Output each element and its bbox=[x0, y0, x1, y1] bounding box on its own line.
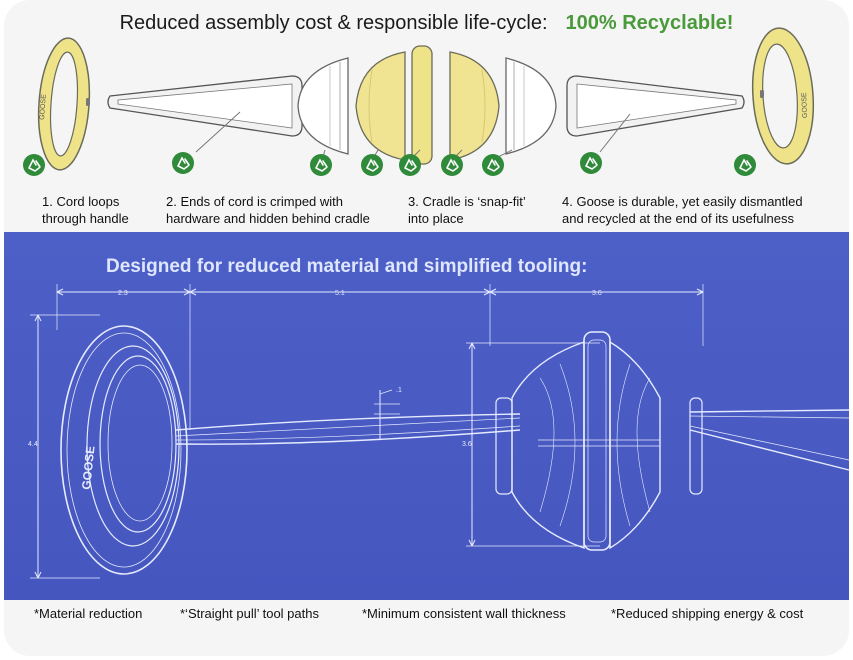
cradle-half-left bbox=[355, 51, 406, 161]
cradle-cap-right bbox=[505, 57, 557, 155]
dim-cradle-height: 3.6 bbox=[462, 441, 472, 448]
handle-right-logo: GOOSE bbox=[801, 92, 809, 118]
cord-left bbox=[107, 75, 303, 153]
cord-right bbox=[566, 75, 745, 153]
blueprint-cord bbox=[175, 409, 850, 471]
dim-cord-thickness: .1 bbox=[396, 387, 402, 394]
step-3-caption: 3. Cradle is ‘snap-fit’ into place bbox=[408, 194, 526, 226]
blueprint-cradle bbox=[495, 331, 703, 551]
step-4-caption: 4. Goose is durable, yet easily dismantl… bbox=[562, 194, 803, 226]
cradle-cap-left bbox=[297, 57, 349, 155]
handle-left: GOOSE bbox=[37, 37, 91, 171]
handle-right: GOOSE bbox=[751, 27, 815, 165]
blueprint-handle-logo: GOOSE bbox=[79, 445, 98, 490]
footnote-wall-thickness: *Minimum consistent wall thickness bbox=[362, 606, 566, 621]
footnote-tool-paths: *‘Straight pull’ tool paths bbox=[180, 606, 319, 621]
footnote-material: *Material reduction bbox=[34, 606, 143, 621]
headline: Reduced assembly cost & responsible life… bbox=[0, 12, 853, 35]
handle-left-logo: GOOSE bbox=[39, 94, 48, 120]
cradle-half-right bbox=[449, 51, 500, 161]
blueprint-handle bbox=[60, 325, 188, 575]
blueprint-title: Designed for reduced material and simpli… bbox=[106, 256, 588, 277]
dim-handle-height: 4.4 bbox=[28, 441, 38, 448]
cradle-center-disc bbox=[411, 45, 433, 165]
dim-handle-width: 2.3 bbox=[118, 290, 128, 297]
step-1-caption: 1. Cord loops through handle bbox=[42, 194, 129, 226]
footnote-strip bbox=[4, 600, 849, 656]
dim-cradle-width: 3.6 bbox=[592, 290, 602, 297]
headline-title: Reduced assembly cost & responsible life… bbox=[119, 12, 548, 34]
footnote-shipping: *Reduced shipping energy & cost bbox=[611, 606, 804, 621]
recyclable-highlight: 100% Recyclable! bbox=[565, 12, 734, 34]
dim-cord-length: 5.1 bbox=[335, 290, 345, 297]
exploded-assembly-drawing: GOOSE bbox=[22, 27, 815, 177]
step-2-caption: 2. Ends of cord is crimped with hardware… bbox=[166, 194, 370, 226]
